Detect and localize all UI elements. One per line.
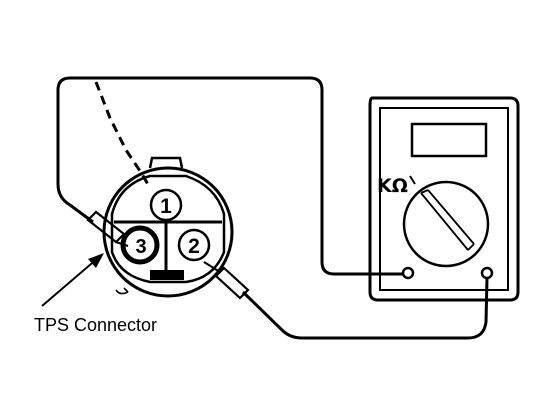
- pin-3-label: 3: [135, 236, 146, 258]
- caption-arrow-shaft: [41, 257, 99, 307]
- meter-range-label: KΩ: [377, 175, 408, 197]
- probe-tip-lower: [214, 266, 250, 300]
- range-tick: [409, 175, 416, 185]
- multimeter: KΩ: [368, 96, 520, 302]
- tps-connector: 1 2 3: [102, 156, 234, 298]
- connector-shell: [102, 166, 234, 298]
- connector-locking-tab: [148, 156, 184, 169]
- meter-jack-right[interactable]: [480, 266, 494, 280]
- pin-2-label: 2: [188, 235, 200, 258]
- caption-arrow-head: [88, 253, 104, 268]
- test-lead-lower[interactable]: [241, 277, 489, 340]
- range-selector-dial[interactable]: [402, 180, 490, 268]
- terminal-pin-1[interactable]: [149, 188, 183, 222]
- meter-jack-left[interactable]: [401, 266, 415, 280]
- tps-connector-caption: TPS Connector: [34, 315, 157, 335]
- terminal-pin-2[interactable]: [177, 228, 211, 262]
- caption-group: TPS Connector: [34, 253, 157, 335]
- dial-pointer: [420, 189, 475, 251]
- multimeter-display: [410, 122, 488, 158]
- connector-face: [110, 174, 226, 284]
- multimeter-body: [368, 96, 520, 302]
- terminal-pin-3[interactable]: [120, 225, 160, 265]
- test-lead-upper[interactable]: [56, 76, 403, 276]
- connector-hook-mark: [115, 287, 129, 295]
- pin-1-label: 1: [160, 195, 172, 218]
- connector-bottom-key: [150, 270, 184, 280]
- multimeter-bezel: [379, 107, 509, 291]
